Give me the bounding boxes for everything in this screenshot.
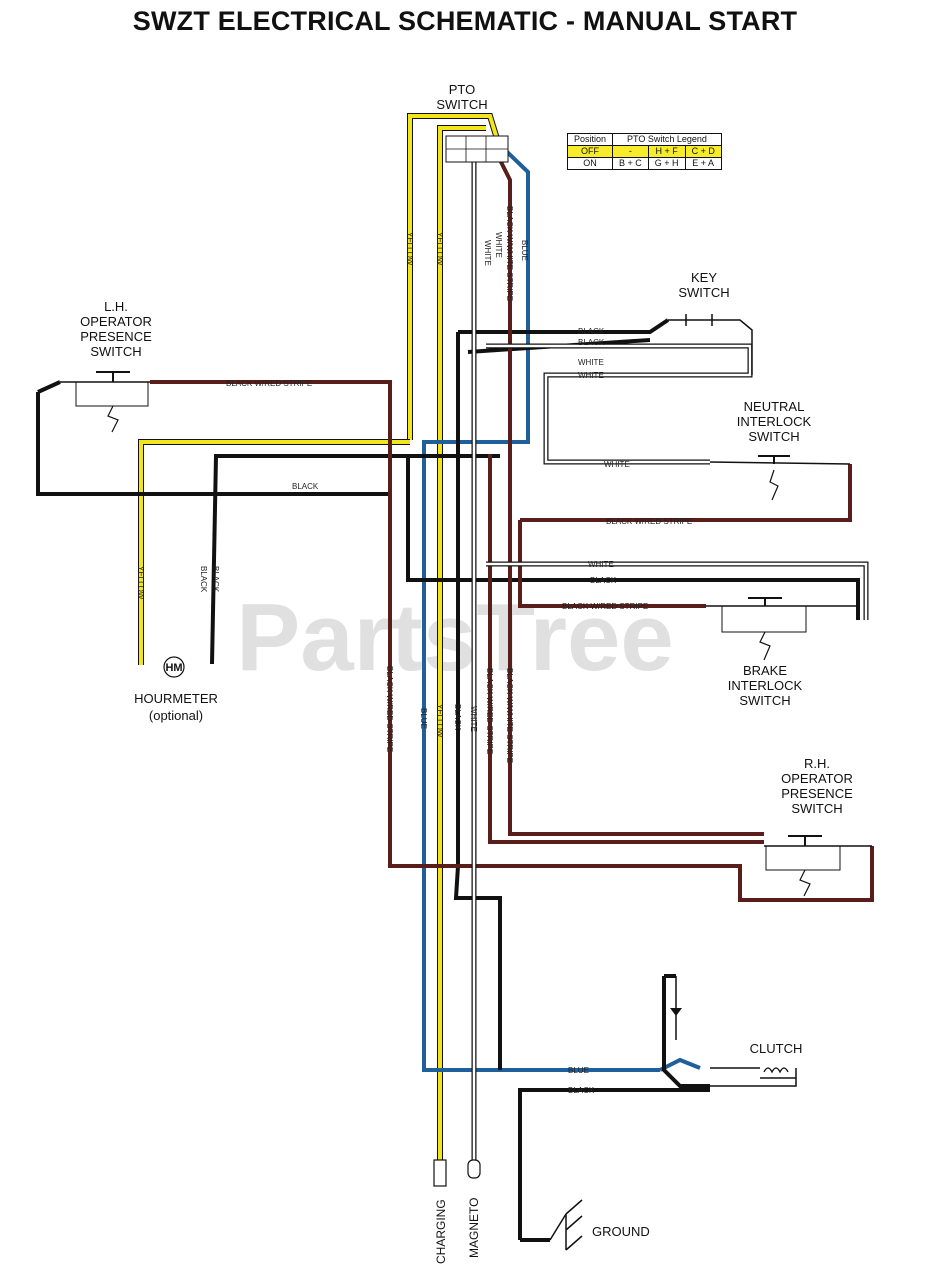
- brake-switch-label: INTERLOCK: [728, 678, 803, 693]
- wire-label-white: WHITE: [494, 232, 503, 258]
- wire-label-white: WHITE: [604, 460, 630, 469]
- wire-label-black-red: BLACK W/RED STRIPE: [606, 517, 692, 526]
- wire-label-black-red: BLACK W/RED STRIPE: [385, 666, 394, 752]
- wire-label-white: WHITE: [578, 371, 604, 380]
- page-title: SWZT ELECTRICAL SCHEMATIC - MANUAL START: [132, 6, 798, 36]
- legend-cell: E + A: [684, 157, 722, 170]
- wire-label-white: WHITE: [483, 240, 492, 266]
- key-switch-label: KEY: [691, 270, 717, 285]
- wire-label-black: BLACK: [578, 327, 605, 336]
- magneto-terminal: MAGNETO: [467, 1159, 481, 1258]
- wire-label-black-red: BLACK W/RED STRIPE: [226, 379, 312, 388]
- brake-switch-label: BRAKE: [743, 663, 787, 678]
- lh-switch-label: PRESENCE: [80, 329, 152, 344]
- hourmeter: HM HOURMETER (optional): [134, 656, 218, 723]
- rh-switch-label: SWITCH: [791, 801, 842, 816]
- key-switch-label: SWITCH: [678, 285, 729, 300]
- wire-label-black-white: BLACK W/WHITE STRIPE: [505, 206, 514, 301]
- charging-terminal: CHARGING: [433, 1159, 448, 1264]
- wire-label-white: WHITE: [588, 560, 614, 569]
- yellow-wires: [138, 113, 501, 1160]
- magneto-label: MAGNETO: [467, 1198, 481, 1258]
- key-switch: KEY SWITCH: [668, 270, 753, 375]
- wire-label-black-red: BLACK W/RED STRIPE: [562, 602, 648, 611]
- hourmeter-label: HOURMETER: [134, 691, 218, 706]
- brake-interlock-switch: BRAKE INTERLOCK SWITCH: [706, 597, 858, 708]
- wire-label-blue: BLUE: [419, 708, 428, 729]
- wire-label-black: BLACK: [568, 1086, 595, 1095]
- legend-cell: C + D: [684, 145, 722, 158]
- clutch: CLUTCH: [710, 1041, 803, 1087]
- wire-label-black-red: BLACK W/RED STRIPE: [485, 668, 494, 754]
- rh-switch-label: PRESENCE: [781, 786, 853, 801]
- lh-switch-label: L.H.: [104, 299, 128, 314]
- wire-label-yellow: YELLOW: [136, 566, 145, 600]
- wire-label-yellow: YELLOW: [435, 232, 444, 266]
- pto-switch-label: SWITCH: [436, 97, 487, 112]
- wire-label-black: BLACK: [578, 338, 605, 347]
- wire-label-yellow: YELLOW: [435, 704, 444, 738]
- rh-switch-label: OPERATOR: [781, 771, 853, 786]
- black-wires: [36, 318, 860, 1242]
- pto-switch-legend: Position PTO Switch Legend OFF - H + F C…: [566, 133, 722, 170]
- ground-label: GROUND: [592, 1224, 650, 1239]
- wire-label-yellow: YELLOW: [405, 232, 414, 266]
- charging-label: CHARGING: [434, 1199, 448, 1264]
- neutral-interlock-switch: NEUTRAL INTERLOCK SWITCH: [709, 399, 851, 501]
- lh-switch-label: SWITCH: [90, 344, 141, 359]
- watermark: PartsTree: [236, 584, 674, 691]
- clutch-label: CLUTCH: [750, 1041, 803, 1056]
- wire-label-white: WHITE: [578, 358, 604, 367]
- wire-label-black-white: BLACK W/WHITE STRIPE: [505, 668, 514, 763]
- wire-label-black: BLACK: [199, 566, 208, 593]
- legend-cell: ON: [566, 157, 614, 170]
- wire-label-black: BLACK: [590, 576, 617, 585]
- rh-switch-label: R.H.: [804, 756, 830, 771]
- wire-label-black: BLACK: [211, 566, 220, 593]
- pto-switch-label: PTO: [449, 82, 476, 97]
- rh-operator-presence-switch: R.H. OPERATOR PRESENCE SWITCH: [764, 756, 872, 897]
- wire-label-blue: BLUE: [520, 240, 529, 261]
- lh-switch-label: OPERATOR: [80, 314, 152, 329]
- legend-cell: G + H: [647, 157, 686, 170]
- white-wires: [471, 140, 869, 1160]
- black-red-stripe-wires: [150, 159, 874, 902]
- legend-cell: -: [612, 145, 649, 158]
- wire-label-black: BLACK: [453, 704, 462, 731]
- lh-operator-presence-switch: L.H. OPERATOR PRESENCE SWITCH: [60, 299, 152, 433]
- neutral-switch-label: INTERLOCK: [737, 414, 812, 429]
- pto-switch: PTO SWITCH: [436, 82, 509, 163]
- wire-labels: YELLOW YELLOW WHITE WHITE BLACK W/WHITE …: [136, 206, 692, 1095]
- hourmeter-label: (optional): [149, 708, 203, 723]
- wire-label-black: BLACK: [292, 482, 319, 491]
- neutral-switch-label: NEUTRAL: [744, 399, 805, 414]
- wire-label-white: WHITE: [469, 706, 478, 732]
- brake-switch-label: SWITCH: [739, 693, 790, 708]
- ground-symbol: GROUND: [549, 1199, 650, 1251]
- hourmeter-symbol: HM: [165, 662, 182, 674]
- wire-label-blue: BLUE: [568, 1066, 589, 1075]
- neutral-switch-label: SWITCH: [748, 429, 799, 444]
- diode: [670, 976, 682, 1040]
- legend-cell: OFF: [566, 145, 614, 158]
